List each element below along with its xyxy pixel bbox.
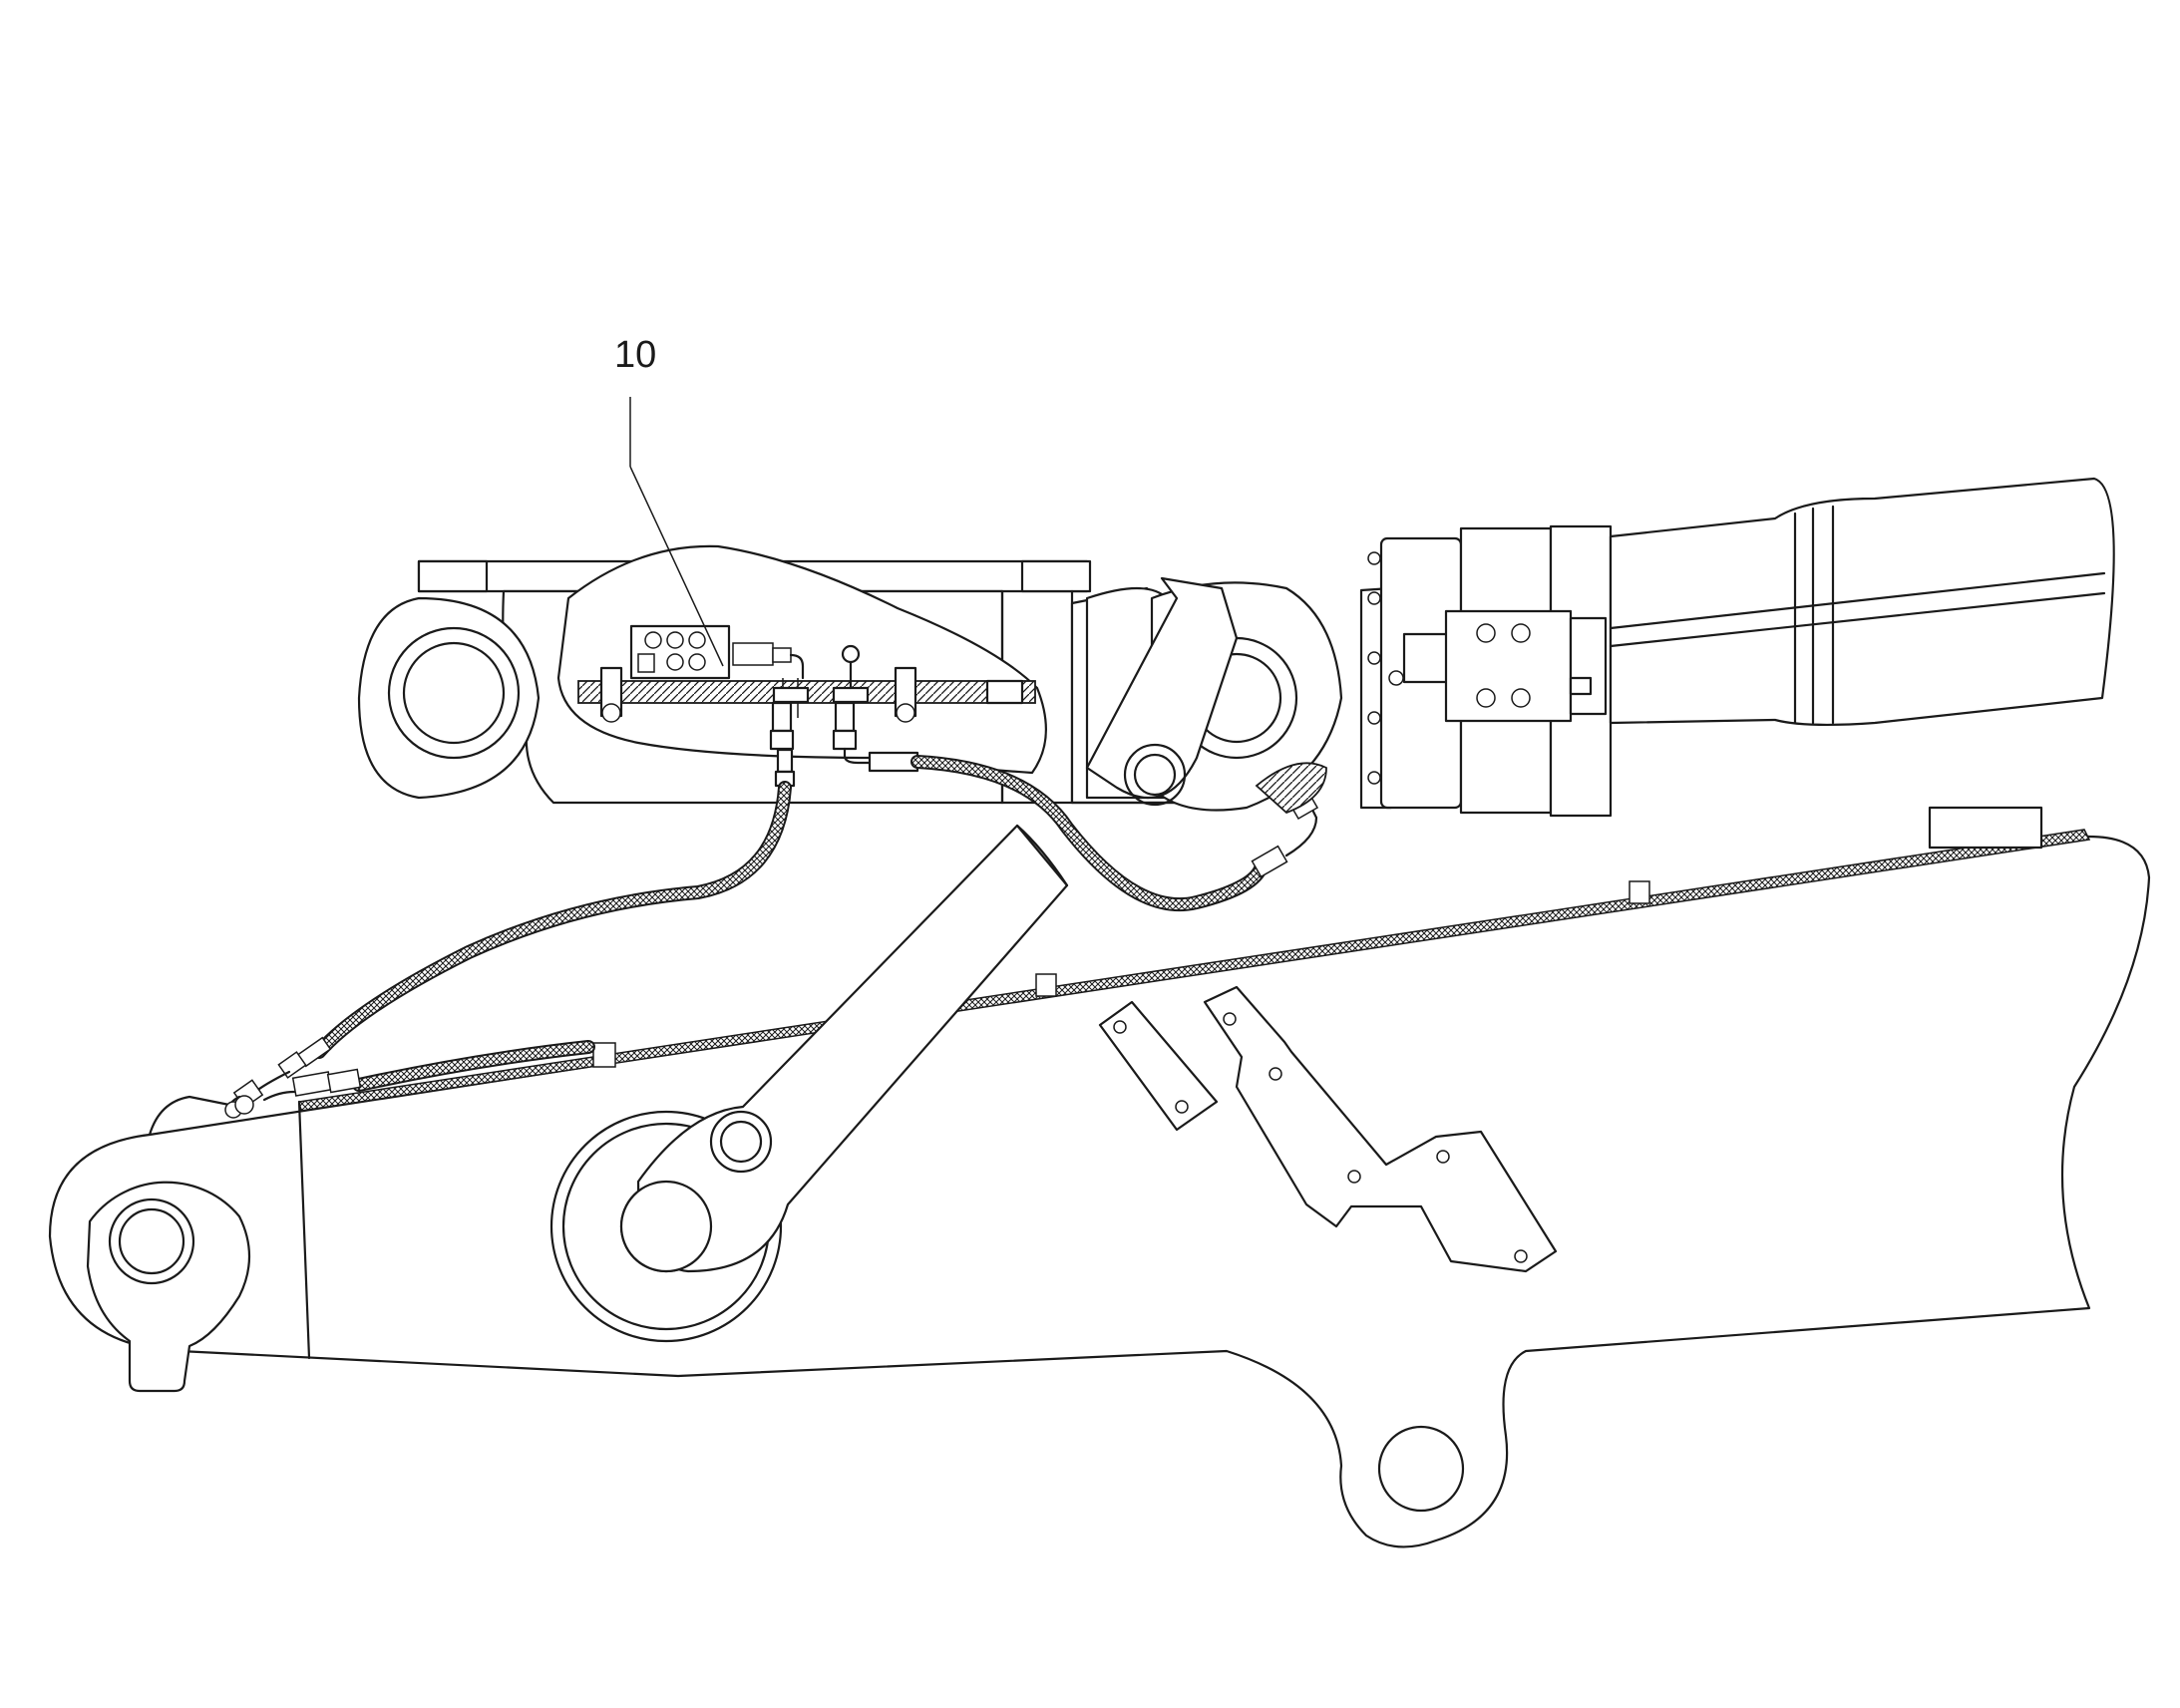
cylinder-barrel: [1609, 477, 2115, 727]
left-pivot-eye: [86, 1181, 251, 1393]
fittings-vertical: [769, 701, 919, 788]
bottom-lug: [1377, 1425, 1465, 1513]
cylinder-valve-block: [1388, 609, 1608, 723]
callout-10: 10: [614, 334, 724, 667]
bracket-left: [1098, 1000, 1219, 1132]
rail-bolts: [599, 644, 917, 723]
bracket-right: [1203, 985, 1558, 1273]
boom-body: [48, 836, 2151, 1548]
boom-top-strip: [298, 806, 2091, 1112]
hose-lower-strip: [234, 1040, 595, 1115]
callout-label-10: 10: [614, 334, 656, 376]
valve-block: [629, 624, 805, 680]
link-arm: [619, 824, 1069, 1273]
clevis: [1085, 576, 1343, 815]
upper-left-eye: [357, 596, 541, 800]
